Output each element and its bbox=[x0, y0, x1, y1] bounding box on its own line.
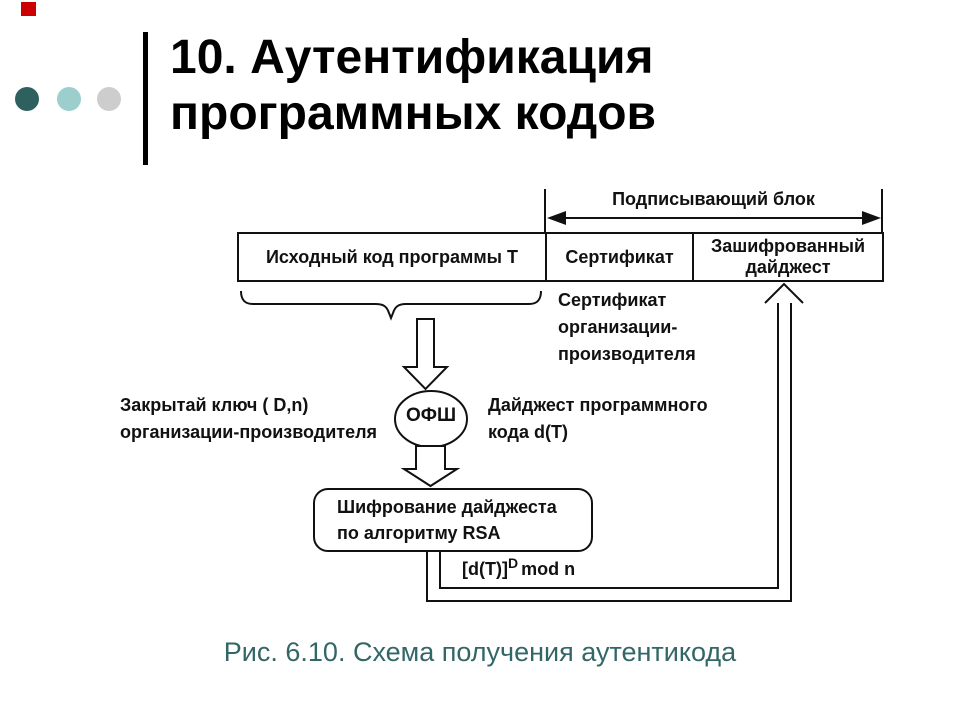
red-accent-square bbox=[21, 2, 36, 16]
arrowhead-right bbox=[862, 211, 881, 225]
program-digest-label: Дайджест программного кода d(T) bbox=[488, 392, 708, 446]
decor-dot-dark bbox=[15, 87, 39, 111]
formula-mod: mod n bbox=[521, 559, 576, 579]
manufacturer-certificate-line1: Сертификат bbox=[558, 290, 667, 310]
private-key-line2: организации-производителя bbox=[120, 422, 378, 442]
down-arrow-large bbox=[401, 318, 450, 391]
rsa-encryption-box: Шифрование дайджеста по алгоритму RSA bbox=[313, 488, 593, 552]
pipe-arrowhead bbox=[764, 282, 804, 304]
program-digest-line2: кода d(T) bbox=[488, 422, 568, 442]
manufacturer-certificate-line3: производителя bbox=[558, 344, 696, 364]
decor-dot-light bbox=[57, 87, 81, 111]
source-code-box: Исходный код программы Т bbox=[265, 246, 519, 267]
formula-base: [d(T)] bbox=[462, 559, 508, 579]
formula-exponent: D bbox=[507, 555, 519, 571]
hash-function-label: ОФШ bbox=[405, 405, 457, 426]
encrypted-digest-box: Зашифрованный дайджест bbox=[692, 234, 882, 280]
arrowhead-left bbox=[547, 211, 566, 225]
private-key-line1: Закрытай ключ ( D,n) bbox=[120, 395, 309, 415]
down-arrow-small bbox=[400, 445, 461, 488]
certificate-box: Сертификат bbox=[545, 234, 692, 280]
slide-title: 10. Аутентификация программных кодов bbox=[170, 31, 657, 140]
private-key-label: Закрытай ключ ( D,n) организации-произво… bbox=[120, 392, 377, 446]
manufacturer-certificate-line2: организации- bbox=[558, 317, 678, 337]
title-accent-bar bbox=[143, 32, 148, 165]
figure-caption: Рис. 6.10. Схема получения аутентикода bbox=[223, 637, 737, 667]
brace bbox=[240, 290, 542, 321]
rsa-box-line2: по алгоритму RSA bbox=[337, 523, 501, 543]
program-digest-line1: Дайджест программного bbox=[488, 395, 708, 415]
signing-block-label: Подписывающий блок bbox=[612, 189, 815, 209]
rsa-box-line1: Шифрование дайджеста bbox=[337, 497, 557, 517]
decor-dot-gray bbox=[97, 87, 121, 111]
top-box-row: Исходный код программы Т Сертификат Заши… bbox=[237, 232, 884, 282]
manufacturer-certificate-label: Сертификат организации- производителя bbox=[558, 287, 696, 368]
